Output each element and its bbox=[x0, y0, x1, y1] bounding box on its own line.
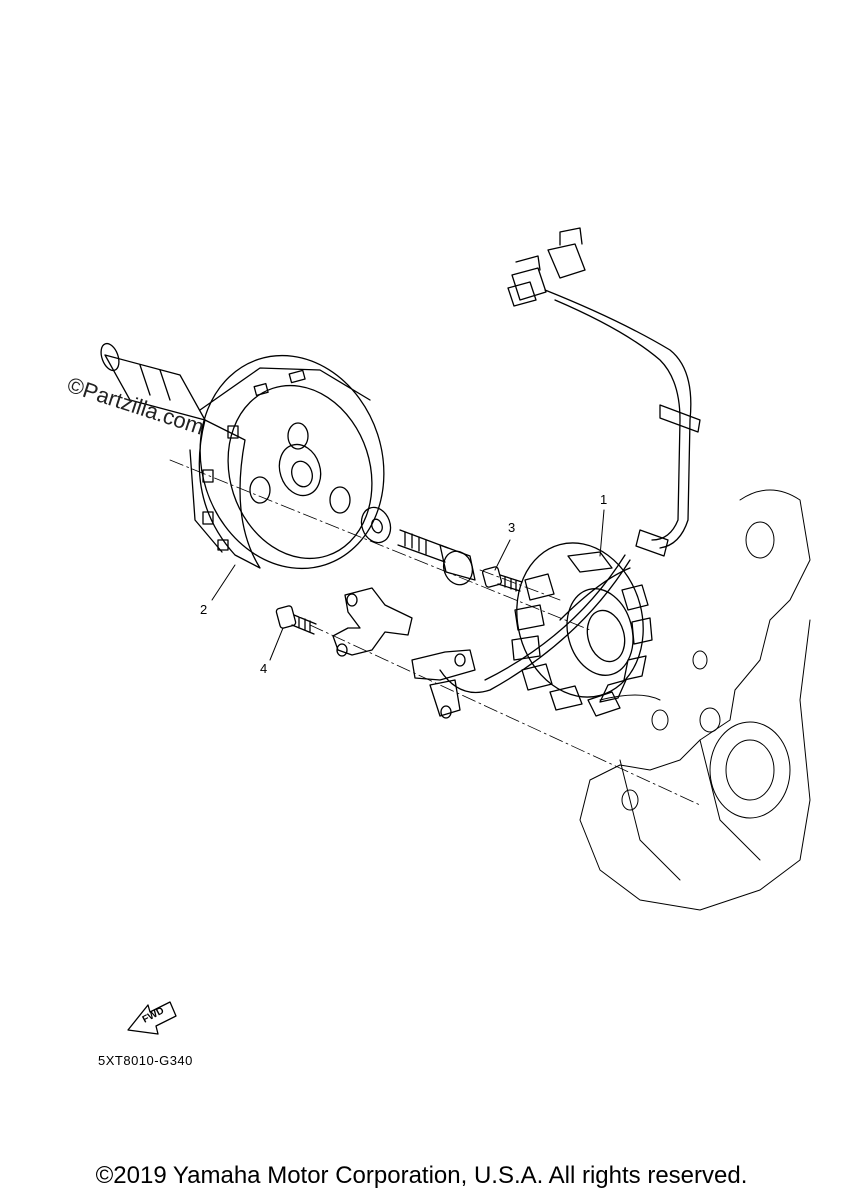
washer bbox=[357, 503, 396, 546]
callout-leaders bbox=[212, 510, 604, 660]
diagram-code: 5XT8010-G340 bbox=[98, 1053, 193, 1068]
callout-4: 4 bbox=[260, 661, 268, 676]
pickup-bracket bbox=[333, 588, 412, 656]
stator-coil bbox=[500, 529, 660, 716]
flywheel-bolt bbox=[398, 530, 477, 589]
wiring-harness bbox=[440, 290, 700, 693]
fwd-arrow-icon bbox=[128, 1002, 176, 1034]
stator-screw bbox=[482, 566, 522, 591]
crankcase bbox=[580, 490, 810, 910]
pickup-coil bbox=[412, 650, 475, 718]
assembly-centerlines bbox=[170, 460, 700, 805]
copyright-notice: ©2019 Yamaha Motor Corporation, U.S.A. A… bbox=[95, 1162, 748, 1189]
callout-3: 3 bbox=[508, 520, 516, 535]
pickup-screw bbox=[276, 605, 316, 634]
flywheel-rotor bbox=[173, 331, 411, 592]
callout-2: 2 bbox=[200, 602, 208, 617]
wire-connectors bbox=[508, 228, 585, 306]
callout-1: 1 bbox=[600, 492, 608, 507]
